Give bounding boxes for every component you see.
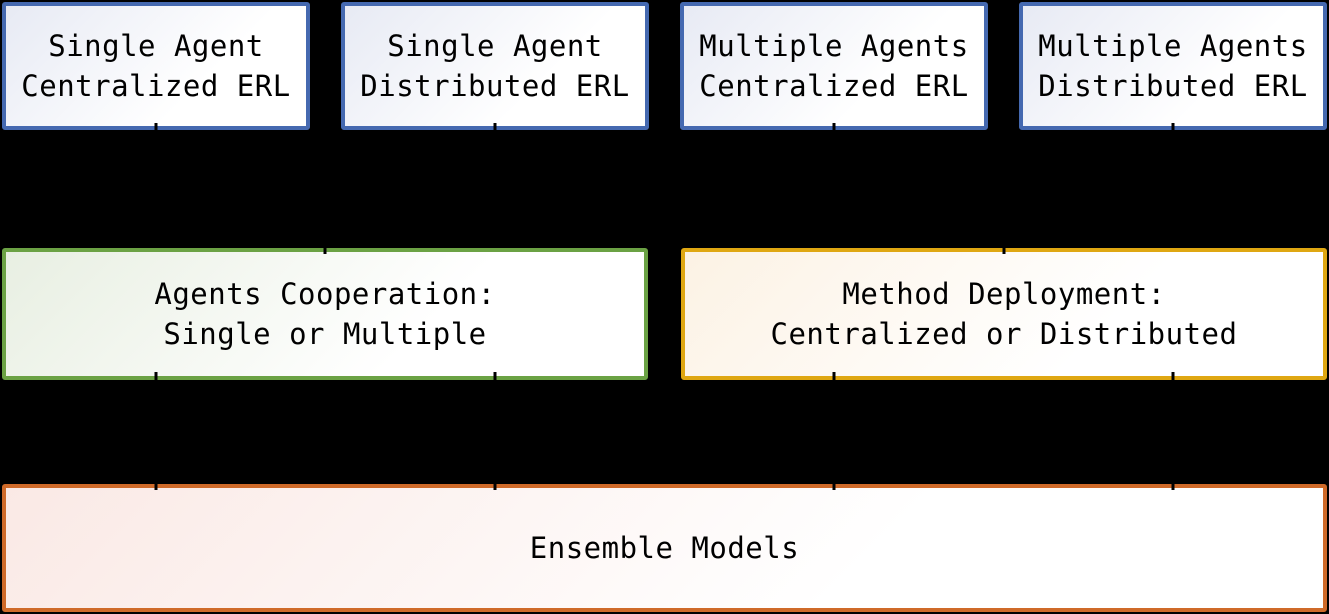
- node-label-line1: Multiple Agents: [699, 29, 969, 63]
- node-label-line2: Distributed ERL: [1038, 69, 1308, 103]
- connector-stub: [1002, 245, 1006, 254]
- node-label-line1: Method Deployment:: [842, 277, 1166, 311]
- node-label-line2: Centralized or Distributed: [770, 317, 1238, 351]
- connector-stub: [154, 123, 158, 132]
- connector-stub: [832, 481, 836, 490]
- node-label-line1: Single Agent: [48, 29, 264, 63]
- node-label-line1: Agents Cooperation:: [154, 277, 496, 311]
- connector-stub: [1171, 372, 1175, 381]
- node-label-line2: Distributed ERL: [360, 69, 630, 103]
- connector-stub: [493, 481, 497, 490]
- connector-stub: [323, 245, 327, 254]
- connector-stub: [1171, 123, 1175, 132]
- node-label-line1: Multiple Agents: [1038, 29, 1308, 63]
- connector-stub: [1171, 481, 1175, 490]
- connector-stub: [832, 123, 836, 132]
- connector-stub: [493, 123, 497, 132]
- connector-stub: [154, 372, 158, 381]
- node-ensemble-models: Ensemble Models: [2, 484, 1327, 612]
- node-label-line2: Centralized ERL: [699, 69, 969, 103]
- node-method-deployment: Method Deployment: Centralized or Distri…: [681, 248, 1327, 380]
- node-agents-cooperation: Agents Cooperation: Single or Multiple: [2, 248, 648, 380]
- node-label-line2: Single or Multiple: [163, 317, 487, 351]
- connector-stub: [154, 481, 158, 490]
- node-label-line1: Single Agent: [387, 29, 603, 63]
- node-multiple-agents-distributed-erl: Multiple Agents Distributed ERL: [1019, 2, 1327, 130]
- connector-stub: [832, 372, 836, 381]
- node-single-agent-distributed-erl: Single Agent Distributed ERL: [341, 2, 649, 130]
- node-label: Ensemble Models: [529, 531, 800, 565]
- node-single-agent-centralized-erl: Single Agent Centralized ERL: [2, 2, 310, 130]
- connector-stub: [493, 372, 497, 381]
- node-multiple-agents-centralized-erl: Multiple Agents Centralized ERL: [680, 2, 988, 130]
- node-label-line2: Centralized ERL: [21, 69, 291, 103]
